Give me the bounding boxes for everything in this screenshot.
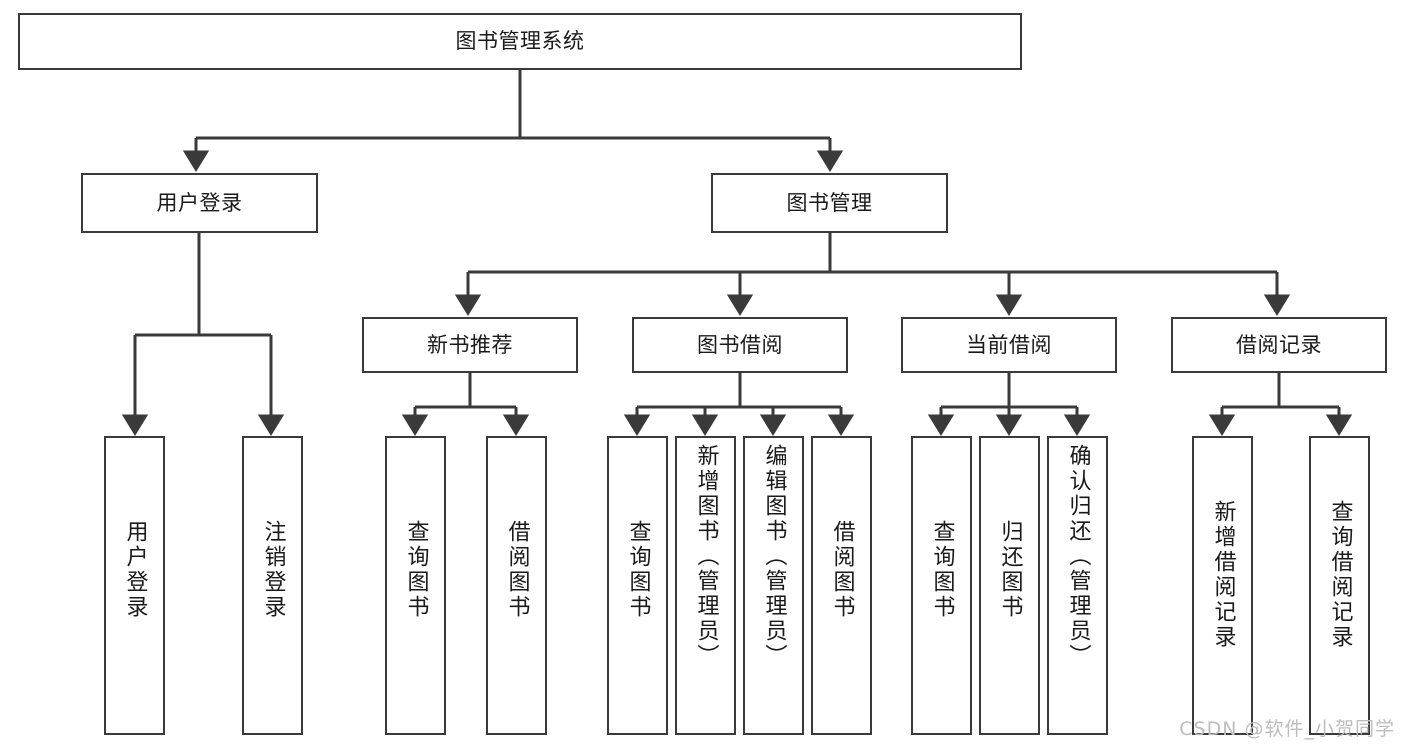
node-leaf-borrow-book-2[interactable]: 借阅图书 (811, 436, 872, 735)
node-label: 归还图书 (997, 520, 1023, 620)
node-label: 查询借阅记录 (1327, 500, 1353, 650)
node-leaf-query-book-3[interactable]: 查询图书 (911, 436, 972, 735)
node-root-book-management-system[interactable]: 图书管理系统 (18, 13, 1022, 70)
node-leaf-confirm-return[interactable]: 确认归还（管理员） (1047, 436, 1108, 735)
node-book-management[interactable]: 图书管理 (711, 173, 948, 233)
node-new-book-recommend[interactable]: 新书推荐 (362, 317, 578, 373)
node-label: 借阅图书 (504, 520, 530, 620)
node-label: 查询图书 (929, 520, 955, 620)
node-label: 借阅记录 (1236, 332, 1322, 357)
node-leaf-add-borrow-record[interactable]: 新增借阅记录 (1192, 436, 1253, 735)
node-book-borrow[interactable]: 图书借阅 (632, 317, 848, 373)
node-leaf-borrow-book-1[interactable]: 借阅图书 (486, 436, 547, 735)
node-label: 借阅图书 (829, 520, 855, 620)
node-label: 图书管理系统 (455, 29, 585, 54)
node-label: 新书推荐 (427, 332, 513, 357)
node-leaf-user-login[interactable]: 用户登录 (104, 436, 165, 735)
node-label: 查询图书 (625, 520, 651, 620)
node-current-borrow[interactable]: 当前借阅 (901, 317, 1117, 373)
node-borrow-record[interactable]: 借阅记录 (1171, 317, 1387, 373)
node-leaf-query-borrow-record[interactable]: 查询借阅记录 (1309, 436, 1370, 735)
node-label: 当前借阅 (966, 332, 1052, 357)
node-label: 用户登录 (156, 190, 243, 215)
node-label: 图书管理 (786, 190, 873, 215)
node-label: 注销登录 (260, 520, 286, 620)
node-label: 查询图书 (403, 520, 429, 620)
node-leaf-add-book[interactable]: 新增图书（管理员） (675, 436, 736, 735)
node-leaf-query-book-1[interactable]: 查询图书 (385, 436, 446, 735)
node-label: 用户登录 (122, 520, 148, 620)
node-label: 新增借阅记录 (1210, 500, 1236, 650)
node-leaf-logout[interactable]: 注销登录 (242, 436, 303, 735)
node-label: 确认归还（管理员） (1065, 444, 1091, 669)
node-label: 编辑图书（管理员） (761, 444, 787, 669)
node-leaf-return-book[interactable]: 归还图书 (979, 436, 1040, 735)
node-leaf-query-book-2[interactable]: 查询图书 (607, 436, 668, 735)
node-user-login[interactable]: 用户登录 (81, 173, 318, 233)
node-label: 新增图书（管理员） (693, 444, 719, 669)
node-label: 图书借阅 (697, 332, 783, 357)
node-leaf-edit-book[interactable]: 编辑图书（管理员） (743, 436, 804, 735)
